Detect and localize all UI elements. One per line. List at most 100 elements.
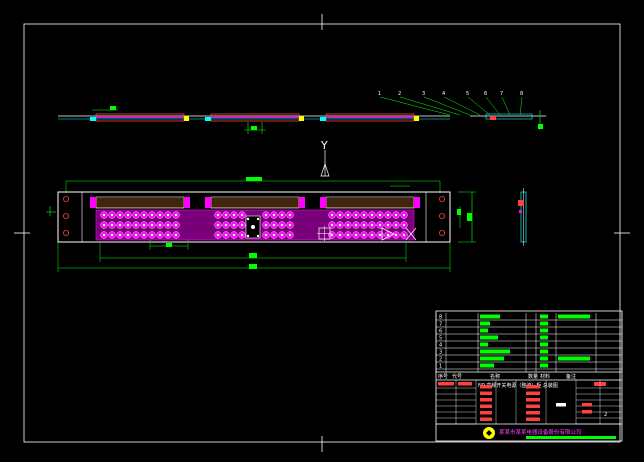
leader-line [423, 96, 471, 116]
component-pin [386, 233, 390, 237]
component-pin [166, 213, 170, 217]
row-note-bar [558, 314, 590, 319]
header-cell: 备注 [566, 373, 576, 380]
row-number: 2 [439, 357, 442, 363]
component-pin [330, 233, 334, 237]
component-pin [126, 233, 130, 237]
row-number: 8 [439, 315, 442, 321]
component-pin [142, 233, 146, 237]
header-cell: 序号 [438, 373, 448, 380]
signature-mark [480, 411, 492, 415]
row-code-bar [480, 335, 498, 340]
component-pin [126, 223, 130, 227]
component-pin [134, 223, 138, 227]
component-pin [338, 213, 342, 217]
row-material-bar [540, 314, 548, 319]
signature-mark [480, 398, 492, 402]
signature-mark [480, 385, 492, 389]
header-cell: 数量 [528, 373, 538, 380]
component-pin [174, 213, 178, 217]
component-pin [150, 213, 154, 217]
row-material-bar [540, 328, 548, 333]
heatsink-fins [90, 196, 420, 209]
leader-line [467, 96, 491, 116]
signature-mark [480, 404, 492, 408]
component-pin [272, 213, 276, 217]
sheet-frame [14, 14, 630, 452]
top-view [58, 106, 450, 134]
component-pin [280, 223, 284, 227]
leader-line [519, 96, 523, 116]
component-pin [330, 213, 334, 217]
component-pin [150, 223, 154, 227]
component-pin [240, 233, 244, 237]
component-pin [346, 213, 350, 217]
component-pin [118, 233, 122, 237]
component-pin [386, 223, 390, 227]
component-pin [158, 213, 162, 217]
company-name: 某某市某某电器设备股份有限公司 [499, 428, 582, 436]
component-pin [174, 223, 178, 227]
signature-mark [480, 391, 492, 395]
component-pin [264, 233, 268, 237]
signature-mark [526, 385, 540, 389]
row-code-bar [480, 342, 488, 347]
component-pin [338, 233, 342, 237]
component-pin [264, 223, 268, 227]
component-pin [110, 213, 114, 217]
component-pin [142, 213, 146, 217]
component-pin [354, 223, 358, 227]
row-code-bar [480, 321, 490, 326]
row-material-bar [540, 356, 548, 361]
component-pin [232, 213, 236, 217]
row-code-bar [480, 363, 494, 368]
signature-mark [582, 410, 592, 414]
balloon-number: 3 [422, 91, 425, 97]
signature-mark [526, 398, 540, 402]
component-pin [216, 233, 220, 237]
component-pin [378, 233, 382, 237]
component-pin [288, 233, 292, 237]
row-number: 3 [439, 350, 442, 356]
component-pin [264, 213, 268, 217]
component-pin [288, 213, 292, 217]
mounting-holes [63, 195, 445, 236]
signature-mark [458, 382, 472, 386]
signature-mark [480, 417, 492, 421]
leader-line [501, 96, 511, 116]
component-pin [224, 233, 228, 237]
row-number: 4 [439, 343, 442, 349]
component-pin [272, 223, 276, 227]
component-pin [102, 213, 106, 217]
row-material-bar [540, 349, 548, 354]
balloon-number: 1 [378, 91, 381, 97]
component-pin [354, 233, 358, 237]
component-pin [216, 213, 220, 217]
component-pin [240, 223, 244, 227]
balloon-number: 6 [484, 91, 487, 97]
approval-grid [436, 380, 622, 425]
component-pin [346, 233, 350, 237]
component-pin [386, 213, 390, 217]
component-pin [232, 233, 236, 237]
title-block: 87654321 序号代号名称数量材料备注 NP 高频开关电源（整流）柜 总装图… [435, 310, 623, 442]
component-pin [240, 213, 244, 217]
component-pin [280, 233, 284, 237]
component-pin [232, 223, 236, 227]
signature-mark [526, 391, 540, 395]
component-pin [216, 223, 220, 227]
component-pin [272, 233, 276, 237]
row-material-bar [540, 335, 548, 340]
component-pin [126, 213, 130, 217]
signature-mark [556, 403, 566, 407]
row-number: 1 [439, 364, 442, 370]
component-pin [338, 223, 342, 227]
balloon-number: 8 [520, 91, 523, 97]
leader-line [443, 96, 481, 116]
row-code-bar [480, 356, 504, 361]
component-pin [362, 213, 366, 217]
